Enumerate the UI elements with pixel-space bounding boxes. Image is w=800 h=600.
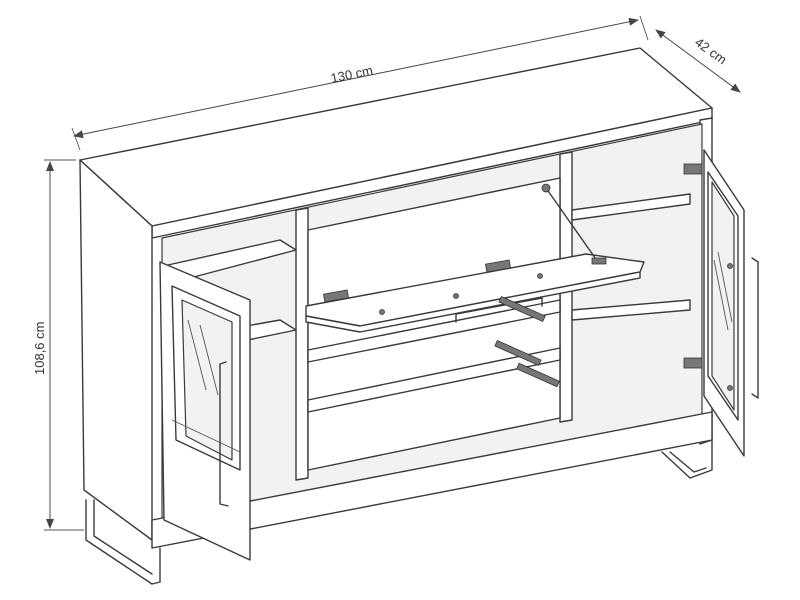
left-glass-door <box>159 261 251 561</box>
screw-icon <box>453 293 459 299</box>
bracket-icon <box>591 257 607 265</box>
drawer-slides <box>494 295 560 388</box>
screw-icon <box>379 309 385 315</box>
screw-icon <box>537 273 543 279</box>
flap-handle <box>455 297 543 323</box>
depth-label: 42 cm <box>692 34 729 67</box>
left-door-handle <box>219 361 229 507</box>
stay-pivot-icon <box>541 183 551 193</box>
height-label: 108,6 cm <box>32 322 47 375</box>
right-door-handle <box>751 257 759 399</box>
cabinet-body <box>79 47 713 549</box>
legs <box>85 439 713 585</box>
hinge-icon <box>683 357 703 369</box>
hinge-icon <box>485 259 511 273</box>
screw-icon <box>727 263 733 269</box>
screw-icon <box>727 385 733 391</box>
hinge-icon <box>323 289 349 303</box>
right-glass-door <box>683 149 759 457</box>
height-dimension: 108,6 cm <box>32 159 84 531</box>
hinge-icon <box>683 163 703 175</box>
center-flap-door <box>305 183 645 333</box>
width-label: 130 cm <box>329 63 374 86</box>
